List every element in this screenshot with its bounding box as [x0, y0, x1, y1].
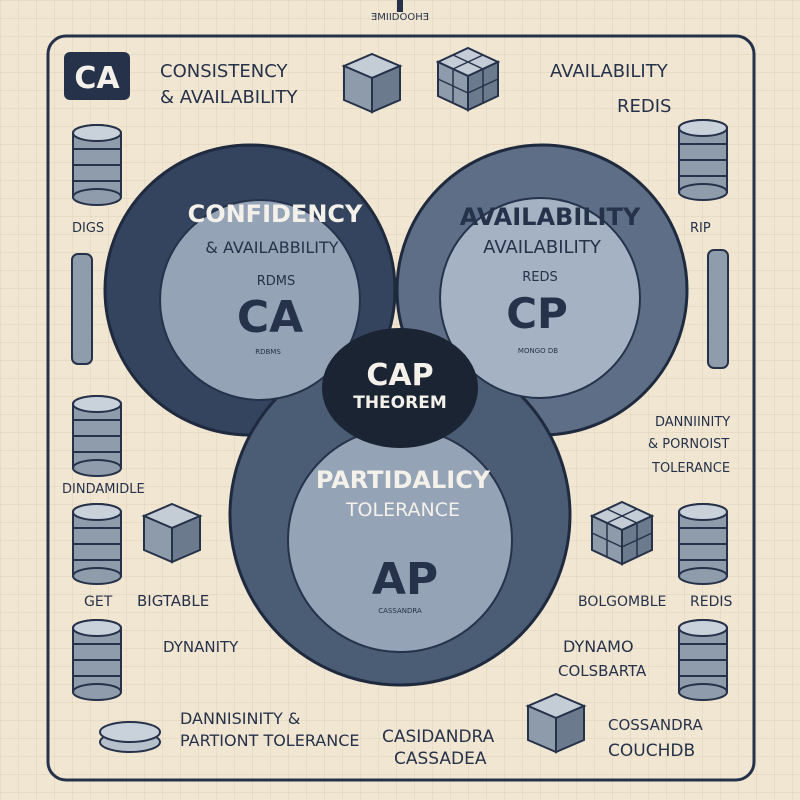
top-left-line1: CONSISTENCY: [160, 61, 288, 82]
label-dinamble: DINDAMIDLE: [62, 482, 145, 497]
center-line2: THEOREM: [353, 393, 447, 413]
venn-diagram: [103, 143, 689, 687]
server-rack-icon: [71, 253, 93, 365]
label-couchdb: COUCHDB: [608, 741, 695, 761]
database-block-icon: [343, 53, 401, 113]
center-line1: CAP: [366, 358, 433, 393]
top-left-line2: & AVAILABILITY: [160, 87, 298, 108]
label-get: GET: [84, 594, 113, 610]
ap-title2: TOLERANCE: [345, 499, 460, 521]
label-digs: DIGS: [72, 221, 104, 236]
label-cossandra: COSSANDRA: [608, 716, 703, 734]
label-dynamity: DYNANITY: [163, 638, 239, 656]
ap-small: CASSANDRA: [378, 607, 422, 615]
database-block-icon-2: [143, 503, 201, 563]
database-block-icon-3: [527, 693, 585, 753]
ca-code: CA: [237, 292, 303, 343]
database-stack-icon-4: [72, 619, 122, 701]
bottom-left-line1: DANNISINITY &: [180, 709, 300, 728]
cube-grid-icon-2: [591, 501, 653, 565]
server-rack-icon-right: [707, 249, 729, 369]
database-stack-icon-right-2: [678, 503, 728, 585]
label-colsbarta: COLSBARTA: [558, 662, 647, 680]
cp-small: MONGO DB: [518, 347, 558, 355]
top-right-line2: REDIS: [617, 96, 671, 117]
cp-code: CP: [506, 289, 568, 338]
label-rip: RIP: [690, 221, 711, 236]
ap-title1: PARTIDALICY: [316, 466, 491, 494]
cp-title2: AVAILABILITY: [483, 237, 602, 258]
cube-grid-icon: [437, 47, 499, 111]
right-line2: & PORNOIST: [648, 437, 729, 452]
ca-badge: [64, 52, 130, 100]
center-cap: [322, 328, 478, 448]
ca-sub: RDMS: [257, 274, 296, 289]
database-stack-icon-right: [678, 119, 728, 201]
label-bolgomble: BOLGOMBLE: [578, 594, 666, 610]
ap-code: AP: [372, 554, 438, 605]
disk-stack-icon-top: [99, 721, 161, 743]
database-stack-icon-right-3: [678, 619, 728, 701]
bottom-left-line2: PARTIONT TOLERANCE: [180, 731, 360, 750]
inner-ap: [287, 427, 513, 653]
database-stack-icon: [72, 124, 122, 206]
inner-cp: [439, 197, 641, 399]
bottom-center-line1: CASIDANDRA: [382, 727, 495, 747]
label-redis-bottom: REDIS: [690, 594, 732, 610]
ca-small: RDBMS: [255, 348, 281, 356]
ca-title1: CONFIDENCY: [188, 200, 363, 228]
hanger-icon: [397, 0, 403, 12]
top-caption: ƎMIIDOOHƎ: [371, 12, 429, 23]
database-stack-icon-2: [72, 395, 122, 477]
right-line1: DANNIINITY: [655, 415, 730, 430]
ca-title2: & AVAILABBILITY: [205, 238, 338, 257]
database-stack-icon-3: [72, 503, 122, 585]
right-line3: TOLERANCE: [651, 461, 730, 476]
ca-badge-label: CA: [74, 61, 120, 96]
cp-sub: REDS: [522, 270, 558, 285]
bottom-center-line2: CASSADEA: [394, 749, 487, 769]
inner-ca: [159, 199, 361, 401]
cp-title1: AVAILABILITY: [460, 203, 641, 231]
top-right-line1: AVAILABILITY: [550, 61, 669, 82]
label-bigtable: BIGTABLE: [137, 592, 209, 610]
diagram-frame: [46, 34, 756, 782]
label-dynamo: DYNAMO: [563, 637, 634, 656]
